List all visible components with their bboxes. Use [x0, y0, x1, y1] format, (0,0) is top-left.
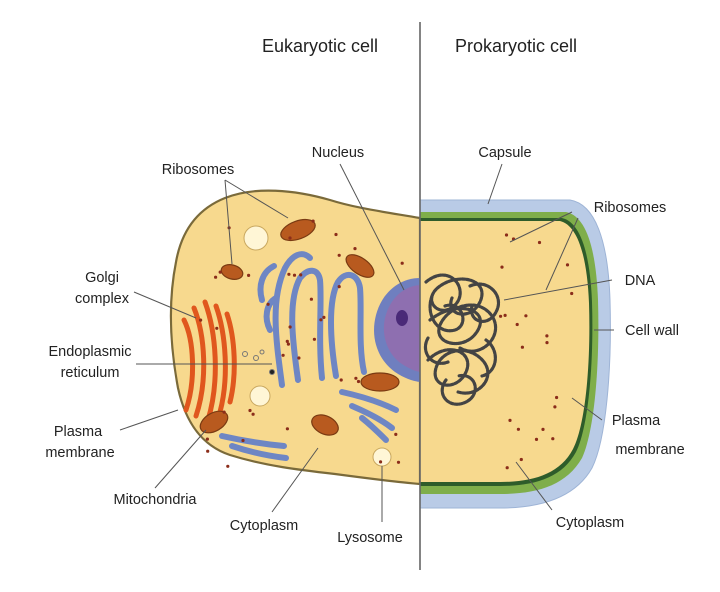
- mitochondria: [199, 218, 400, 436]
- ribosome-dot: [319, 318, 323, 322]
- endoplasmic-reticulum: [219, 251, 399, 461]
- ribosome-dot: [524, 314, 528, 318]
- ribosome-dot: [266, 302, 270, 306]
- ribosome-dot: [297, 356, 301, 360]
- ribosome-dot: [334, 232, 338, 237]
- nucleolus: [396, 310, 408, 326]
- ribosome-dot: [287, 272, 291, 276]
- ribosome-dot: [503, 313, 507, 317]
- ribosome-dot: [218, 270, 222, 274]
- label-plasma-membrane-prokaryotic-line2: membrane: [615, 442, 684, 458]
- ribosome-dot: [281, 353, 285, 357]
- ribosome-dot: [205, 437, 209, 441]
- ribosome-dot: [394, 432, 398, 436]
- eukaryotic-ribosome-dots: [199, 219, 404, 468]
- label-ribosomes-prokaryotic: Ribosomes: [594, 200, 667, 216]
- ribosome-dot: [285, 339, 289, 343]
- ribosome-dot: [551, 437, 555, 441]
- ribosome-dot: [356, 379, 361, 384]
- label-plasma-membrane-prokaryotic-line1: Plasma: [612, 413, 661, 429]
- ribosome-dot: [206, 449, 210, 453]
- ribosome-dot: [400, 261, 404, 265]
- ribosome-dot: [322, 315, 326, 319]
- ribosome-dot: [545, 334, 549, 338]
- ribosome-dot: [537, 240, 542, 245]
- ribosome-dot: [339, 378, 343, 382]
- ribosome-dot: [516, 427, 521, 431]
- ribosome-dot: [337, 285, 341, 289]
- label-mitochondria: Mitochondria: [113, 492, 197, 508]
- ribosome-dot: [309, 297, 313, 301]
- ribosome-dot: [515, 322, 519, 327]
- nucleus: [374, 278, 420, 382]
- ribosome-dot: [354, 376, 358, 380]
- ribosome-dot: [214, 275, 218, 279]
- ribosome-dot: [520, 345, 525, 349]
- ribosome-dot: [251, 412, 255, 416]
- label-plasma-membrane-eukaryotic-line2: membrane: [45, 445, 114, 461]
- label-cytoplasm-eukaryotic: Cytoplasm: [230, 518, 299, 534]
- ribosome-dot: [508, 418, 512, 422]
- ribosome-dot: [499, 314, 503, 318]
- ribosome-dot: [285, 427, 289, 431]
- ribosome-dot: [337, 253, 341, 257]
- label-capsule: Capsule: [478, 145, 531, 161]
- label-cell-wall: Cell wall: [625, 323, 679, 339]
- lysosomes: [243, 225, 392, 467]
- label-er-line2: reticulum: [61, 365, 120, 381]
- ribosome-dot: [215, 326, 219, 330]
- eukaryotic-leader-lines: [119, 163, 405, 522]
- prokaryotic-leader-lines: [487, 163, 614, 511]
- prokaryotic-cell: [419, 199, 611, 509]
- ribosome-dot: [541, 427, 545, 431]
- ribosome-dot: [311, 219, 315, 223]
- ribosome-dot: [299, 273, 303, 277]
- prokaryotic-cytoplasm: [420, 221, 590, 482]
- nucleoplasm: [383, 285, 420, 372]
- prokaryotic-ribosome-dots: [499, 233, 574, 470]
- ribosome-dot: [292, 273, 297, 277]
- eukaryotic-title: Eukaryotic cell: [262, 36, 378, 56]
- label-golgi-line1: Golgi: [85, 270, 119, 286]
- label-cytoplasm-prokaryotic: Cytoplasm: [556, 515, 625, 531]
- ribosome-dot: [353, 247, 357, 251]
- ribosome-dot: [226, 464, 230, 468]
- label-lysosome: Lysosome: [337, 530, 403, 546]
- ribosome-dot: [312, 337, 316, 341]
- ribosome-dot: [545, 341, 549, 345]
- ribosome-dot: [500, 265, 504, 269]
- ribosome-dot: [570, 291, 574, 296]
- ribosome-dot: [199, 318, 203, 322]
- vesicles: [242, 349, 275, 375]
- label-golgi-line2: complex: [75, 291, 130, 307]
- ribosome-dot: [534, 437, 539, 441]
- eukaryotic-cell: [169, 189, 422, 486]
- ribosome-dot: [396, 460, 401, 464]
- ribosome-dot: [288, 325, 292, 329]
- ribosome-dot: [505, 466, 509, 470]
- ribosome-dot: [286, 342, 290, 346]
- ribosome-dot: [553, 405, 557, 409]
- label-ribosomes-eukaryotic: Ribosomes: [162, 162, 235, 178]
- label-nucleus: Nucleus: [312, 145, 364, 161]
- ribosome-dot: [555, 395, 559, 400]
- nucleoid-dna: [423, 273, 500, 406]
- ribosome-dot: [248, 408, 252, 413]
- ribosome-dot: [504, 233, 509, 237]
- ribosome-dot: [565, 263, 570, 267]
- ribosome-dot: [241, 438, 245, 443]
- label-dna: DNA: [625, 273, 656, 289]
- ribosome-dot: [519, 457, 523, 462]
- ribosome-dot: [288, 236, 292, 240]
- golgi-complex: [181, 299, 237, 423]
- prokaryotic-title: Prokaryotic cell: [455, 36, 577, 56]
- label-plasma-membrane-eukaryotic-line1: Plasma: [54, 424, 103, 440]
- label-er-line1: Endoplasmic: [48, 344, 131, 360]
- ribosome-dot: [222, 410, 226, 414]
- ribosome-dot: [379, 460, 383, 464]
- ribosome-dot: [247, 273, 251, 277]
